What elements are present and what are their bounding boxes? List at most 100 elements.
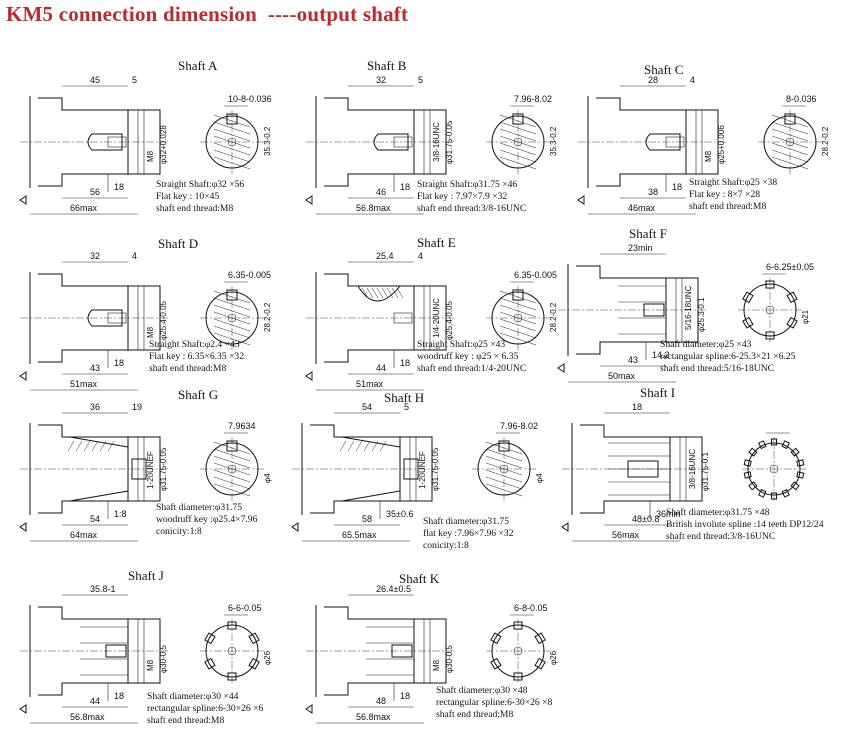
datum-triangle [557,363,565,373]
spline-tooth [248,632,260,645]
involute-tooth [771,438,777,446]
dimension-d1: 32 [376,75,386,85]
involute-tooth [743,471,752,479]
keyway [373,133,409,151]
dimension-d4: 56max [612,530,640,540]
dimension-d1: 18 [632,402,642,412]
thread-hole [393,136,413,148]
center-hole [513,313,523,323]
spline-tooth [204,632,216,645]
section-hatch [213,142,251,156]
hatch-line [83,440,91,452]
section-hatch [485,455,523,469]
dimension-d3: 54 [90,514,100,524]
datum-triangle [305,195,313,205]
section-hatch [213,297,251,311]
dimension-d2: 19 [132,402,142,412]
dimension-d4: 51max [70,379,98,389]
dimension-d1: 23min [628,243,653,253]
spline-tooth [204,657,216,670]
key-slot [784,113,796,125]
section-hatch [485,441,523,455]
involute-tooth [781,488,790,498]
datum-triangle [577,195,585,205]
spline-tooth [227,672,237,681]
dimension-d5: 18 [114,358,124,368]
section-hatch [499,149,537,163]
keyway [87,133,123,151]
key-slot [226,440,238,452]
section-hatch [213,448,251,462]
dimension-thread: M8 [704,150,713,162]
involute-tooth [796,459,805,467]
center-hole [513,137,523,147]
section-hatch [771,128,809,142]
shaft-d-title: Shaft D [158,236,199,251]
section-hatch [213,135,251,149]
shaft-j-notes: Shaft diameter:φ30 ×44 rectangular splin… [147,691,264,726]
dimension-v2: 35.3-0.2 [263,126,272,156]
dimension-d5: 1:8 [114,509,127,519]
shaft-outline [38,97,161,187]
datum-triangle [305,371,313,381]
dimension-v2: φ4 [263,473,272,483]
hatch-line [391,287,399,299]
spline-tooth [227,621,237,630]
dimension-d4: 56.8max [70,712,105,722]
dimension-v2: 28.2-0.2 [263,302,272,332]
hatch-line [379,440,387,452]
dimension-d3: 56 [90,187,100,197]
dimension-d5: 35±0.6 [386,509,413,519]
section-hatch [499,325,537,339]
center-hole [227,313,237,323]
dimension-thread: M8 [146,150,155,162]
page-title: KM5 connection dimension ----output shaf… [6,2,409,26]
spline-tooth [765,280,775,289]
dimension-diameter: φ30-0.5 [445,645,454,673]
center-hole [227,464,237,474]
involute-tooth [743,459,752,467]
shaft-b-notes: Straight Shaft:φ31.75 ×46 Flat key : 7.9… [417,179,527,214]
section-hatch [213,441,251,455]
section-hatch [213,469,251,483]
dimension-d6: 6-6-0.05 [228,603,262,613]
keyway [87,309,123,327]
dimension-v2: 35.3-0.2 [549,126,558,156]
dimension-thread: M8 [146,659,155,671]
dimension-d5: 14.2 [652,350,670,360]
section-view: 7.9634 φ4 [200,421,272,501]
datum-triangle [19,371,27,381]
dimension-v2: φ26 [263,650,272,665]
dimension-d1: 26.4±0.5 [376,584,411,594]
shaft-outline [310,424,433,514]
shaft-outline [596,97,719,187]
shaft-k-notes: Shaft diameter:φ30 ×48 rectangular splin… [436,685,553,720]
dimension-d2: 4 [132,251,137,261]
section-hatch [213,156,251,170]
dimension-thread: 1-20UNEF [418,451,427,489]
dimension-d2: 4 [690,75,695,85]
dimension-d3: 43 [90,363,100,373]
dimension-diameter: φ31.75-0.05 [431,447,440,491]
dimension-d6: 6-8-0.05 [514,603,548,613]
dimension-d6: 7.9634 [228,421,256,431]
section-hatch [771,114,809,128]
thread-hole [391,644,413,658]
spline-tooth [786,291,798,304]
